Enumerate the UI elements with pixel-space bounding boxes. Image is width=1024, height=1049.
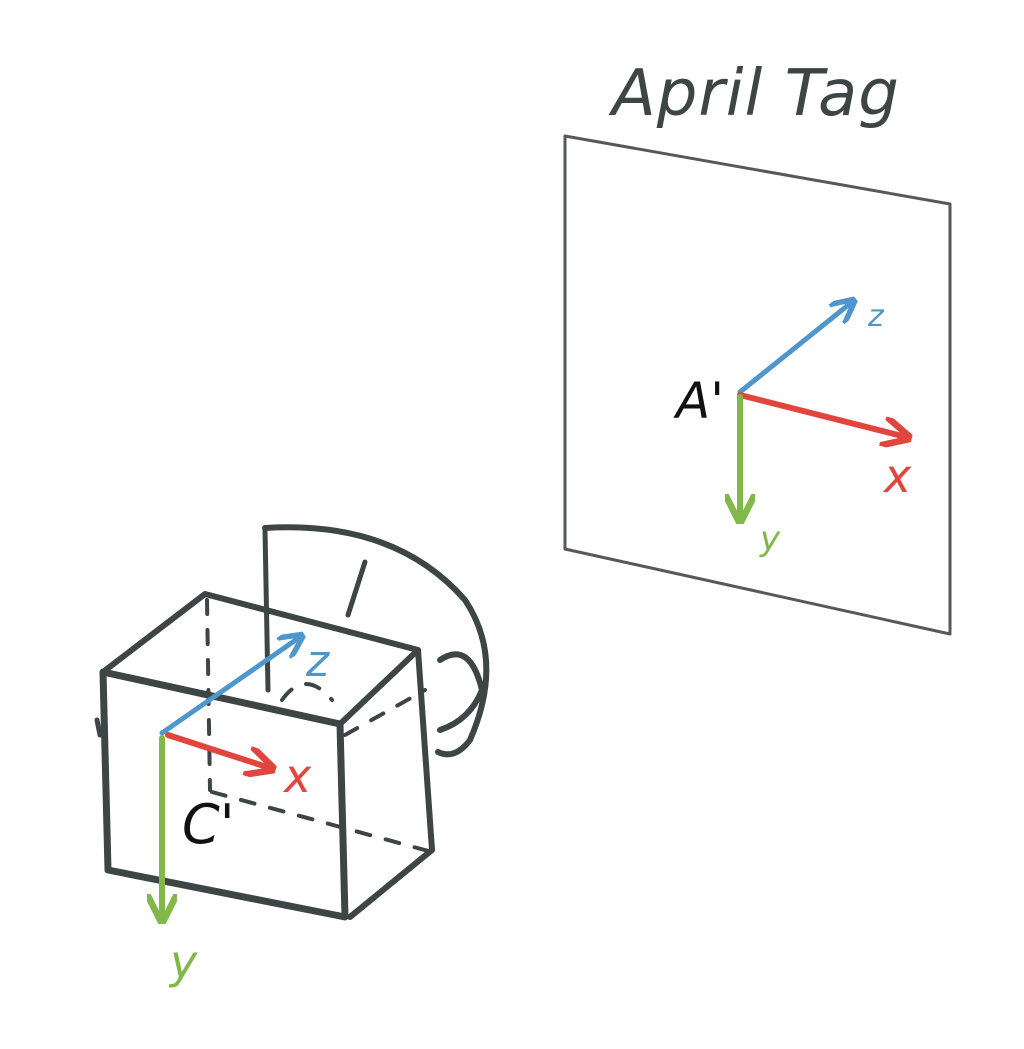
camera-lens-hood bbox=[262, 524, 490, 758]
camera-x-axis bbox=[165, 732, 270, 768]
apriltag-origin-label: A' bbox=[673, 372, 724, 430]
camera-front-face bbox=[99, 668, 349, 921]
camera-x-label: x bbox=[282, 749, 312, 803]
camera-y-label: y bbox=[168, 935, 198, 989]
apriltag-plane bbox=[563, 134, 952, 636]
camera-hidden-edge-vertical bbox=[205, 598, 212, 792]
camera-sketch: C' z x y bbox=[94, 524, 490, 989]
apriltag-z-label: z bbox=[867, 299, 885, 334]
apriltag-x-axis bbox=[737, 392, 906, 437]
camera-z-label: z bbox=[305, 636, 330, 687]
camera-top-face bbox=[100, 591, 421, 727]
apriltag-title: April Tag bbox=[608, 57, 900, 131]
camera-origin-label: C' bbox=[182, 793, 235, 856]
camera-lens-hood-rim bbox=[437, 651, 485, 733]
camera-right-face bbox=[347, 647, 435, 920]
apriltag-y-label: y bbox=[759, 519, 781, 559]
camera-hidden-edge-bottom bbox=[210, 790, 434, 854]
apriltag-x-label: x bbox=[882, 449, 912, 503]
apriltag-group: April Tag A' z x y bbox=[563, 57, 952, 636]
camera-lens-dashed-arc bbox=[280, 682, 334, 702]
camera-hidden-edge-right bbox=[343, 688, 427, 737]
apriltag-z-axis bbox=[737, 302, 852, 395]
camera-left-mark bbox=[94, 717, 103, 738]
camera-z-axis bbox=[159, 637, 300, 736]
camera-lens-hood-spoke bbox=[345, 559, 368, 618]
